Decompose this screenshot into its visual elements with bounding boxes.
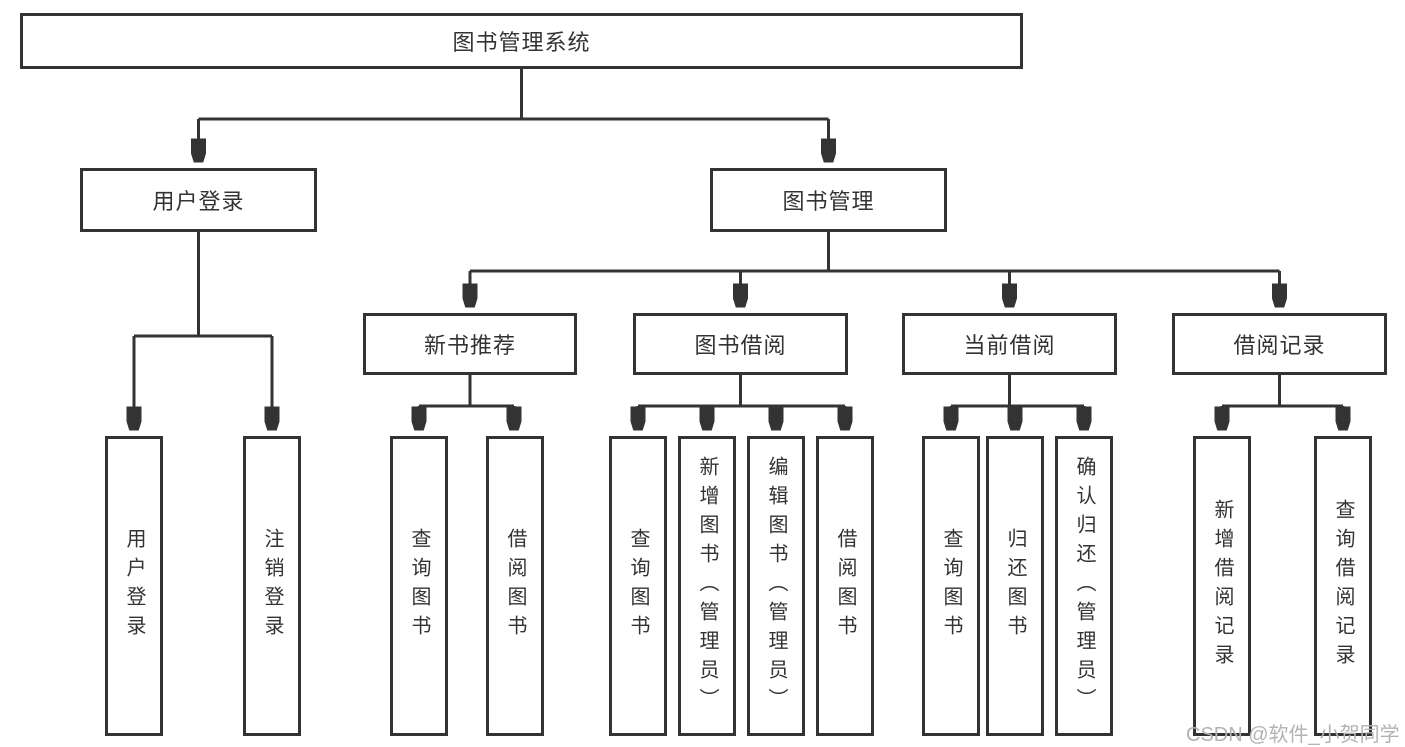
- leaf-add-books-admin: 新增图书（管理员）: [678, 436, 736, 736]
- node-new-book-recommend: 新书推荐: [363, 313, 577, 375]
- leaf-confirm-return-admin: 确认归还（管理员）: [1055, 436, 1113, 736]
- leaf-query-books-current: 查询图书: [922, 436, 980, 736]
- node-current-borrow: 当前借阅: [902, 313, 1117, 375]
- csdn-watermark: CSDN @软件_小贺同学: [1186, 724, 1400, 746]
- node-library-management-system: 图书管理系统: [20, 13, 1023, 69]
- leaf-query-books-borrow: 查询图书: [609, 436, 667, 736]
- leaf-borrow-books-recommend: 借阅图书: [486, 436, 544, 736]
- leaf-borrow-books: 借阅图书: [816, 436, 874, 736]
- node-book-borrow: 图书借阅: [633, 313, 848, 375]
- node-book-management: 图书管理: [710, 168, 947, 232]
- leaf-query-borrow-record: 查询借阅记录: [1314, 436, 1372, 736]
- leaf-edit-books-admin: 编辑图书（管理员）: [747, 436, 805, 736]
- leaf-logout: 注销登录: [243, 436, 301, 736]
- leaf-user-login: 用户登录: [105, 436, 163, 736]
- node-borrow-records: 借阅记录: [1172, 313, 1387, 375]
- leaf-query-books-recommend: 查询图书: [390, 436, 448, 736]
- leaf-return-books: 归还图书: [986, 436, 1044, 736]
- leaf-add-borrow-record: 新增借阅记录: [1193, 436, 1251, 736]
- node-user-login: 用户登录: [80, 168, 317, 232]
